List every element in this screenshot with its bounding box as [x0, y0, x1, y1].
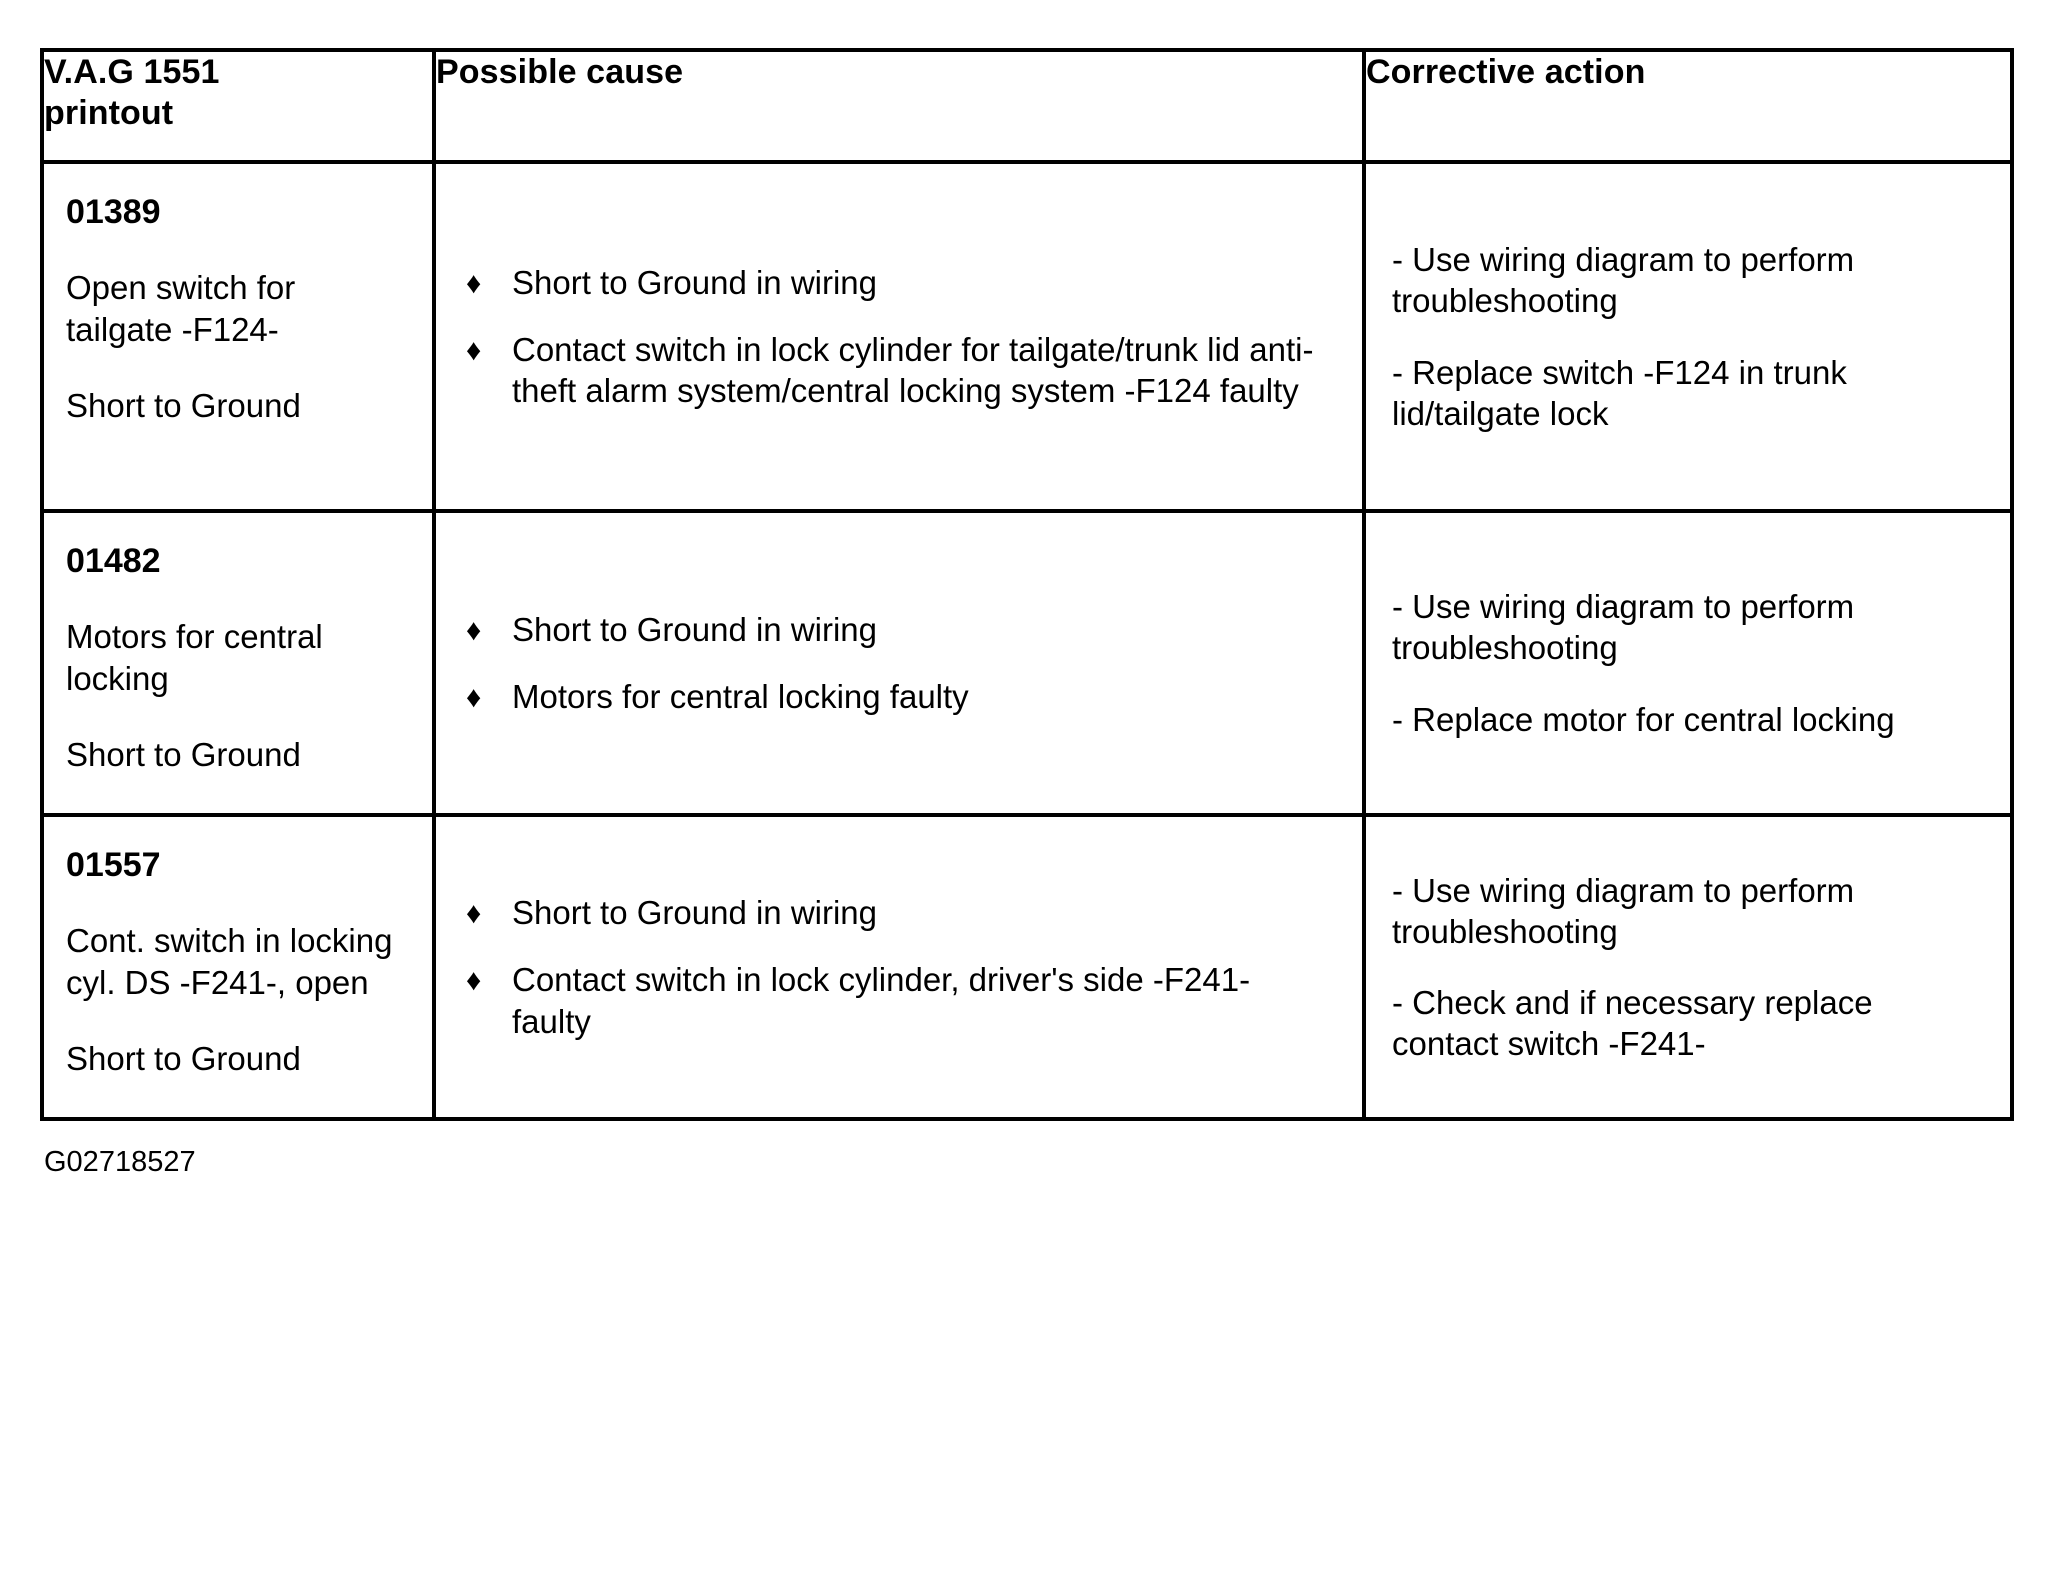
- action-cell-inner: - Use wiring diagram to perform troubles…: [1366, 817, 2010, 1117]
- diamond-bullet-icon: ♦: [466, 681, 482, 714]
- cause-cell-inner: ♦ Short to Ground in wiring ♦ Motors for…: [436, 513, 1362, 813]
- action-cell: - Use wiring diagram to perform troubles…: [1362, 813, 2014, 1121]
- action-cell-inner: - Use wiring diagram to perform troubles…: [1366, 513, 2010, 813]
- cause-cell-inner: ♦ Short to Ground in wiring ♦ Contact sw…: [436, 817, 1362, 1117]
- list-item: ♦ Short to Ground in wiring: [466, 609, 1336, 650]
- action-cell: - Use wiring diagram to perform troubles…: [1362, 160, 2014, 513]
- fault-type: Short to Ground: [66, 387, 301, 425]
- action-text: - Replace switch -F124 in trunk lid/tail…: [1392, 353, 1847, 432]
- action-cell: - Use wiring diagram to perform troubles…: [1362, 509, 2014, 817]
- header-possible-cause-label: Possible cause: [436, 53, 684, 91]
- fault-code-table: V.A.G 1551 printout Possible cause Corre…: [40, 48, 2014, 1121]
- printout-cell-inner: 01389 Open switch for tailgate -F124- Sh…: [44, 164, 432, 509]
- list-item: ♦ Motors for central locking faulty: [466, 676, 1336, 717]
- fault-description: Open switch for tailgate -F124-: [66, 268, 296, 349]
- list-item: ♦ Short to Ground in wiring: [466, 262, 1336, 303]
- cause-cell-inner: ♦ Short to Ground in wiring ♦ Contact sw…: [436, 164, 1362, 509]
- printout-cell: 01482 Motors for central locking Short t…: [40, 509, 436, 817]
- printout-cell: 01389 Open switch for tailgate -F124- Sh…: [40, 160, 436, 513]
- cause-text: Motors for central locking faulty: [512, 678, 969, 715]
- action-text: - Check and if necessary replace contact…: [1392, 984, 1873, 1063]
- cause-text: Short to Ground in wiring: [512, 610, 878, 648]
- diamond-bullet-icon: ♦: [466, 613, 482, 647]
- action-text: - Use wiring diagram to perform troubles…: [1392, 871, 1855, 950]
- fault-type: Short to Ground: [66, 736, 301, 774]
- cause-text: Contact switch in lock cylinder for tail…: [512, 330, 1314, 410]
- table-row: 01482 Motors for central locking Short t…: [40, 509, 2014, 817]
- header-possible-cause: Possible cause: [432, 48, 1366, 164]
- figure-reference-code: G02718527: [44, 1146, 196, 1178]
- printout-cell: 01557 Cont. switch in locking cyl. DS -F…: [40, 813, 436, 1121]
- fault-code: 01482: [66, 542, 161, 580]
- header-vag-printout: V.A.G 1551 printout: [40, 48, 436, 164]
- table-header-row: V.A.G 1551 printout Possible cause Corre…: [40, 48, 2014, 164]
- printout-cell-inner: 01482 Motors for central locking Short t…: [44, 513, 432, 813]
- header-vag-printout-label: V.A.G 1551 printout: [44, 53, 220, 133]
- fault-code: 01389: [66, 193, 161, 231]
- cause-cell: ♦ Short to Ground in wiring ♦ Contact sw…: [432, 813, 1366, 1121]
- fault-description: Cont. switch in locking cyl. DS -F241-, …: [66, 921, 393, 1002]
- table-row: 01389 Open switch for tailgate -F124- Sh…: [40, 160, 2014, 513]
- cause-cell: ♦ Short to Ground in wiring ♦ Motors for…: [432, 509, 1366, 817]
- action-text: - Use wiring diagram to perform troubles…: [1392, 241, 1855, 320]
- list-item: ♦ Short to Ground in wiring: [466, 892, 1336, 933]
- cause-text: Contact switch in lock cylinder, driver'…: [512, 961, 1251, 1040]
- action-cell-inner: - Use wiring diagram to perform troubles…: [1366, 164, 2010, 509]
- cause-cell: ♦ Short to Ground in wiring ♦ Contact sw…: [432, 160, 1366, 513]
- header-corrective-action: Corrective action: [1362, 48, 2014, 164]
- diamond-bullet-icon: ♦: [466, 266, 482, 300]
- fault-code: 01557: [66, 846, 161, 884]
- list-item: ♦ Contact switch in lock cylinder for ta…: [466, 329, 1336, 412]
- diamond-bullet-icon: ♦: [466, 333, 482, 367]
- fault-description: Motors for central locking: [66, 617, 323, 698]
- diamond-bullet-icon: ♦: [466, 897, 482, 931]
- cause-text: Short to Ground in wiring: [512, 894, 878, 932]
- list-item: ♦ Contact switch in lock cylinder, drive…: [466, 959, 1336, 1042]
- action-text: - Replace motor for central locking: [1392, 700, 1895, 738]
- diamond-bullet-icon: ♦: [466, 964, 482, 998]
- header-corrective-action-label: Corrective action: [1366, 53, 1646, 91]
- cause-text: Short to Ground in wiring: [512, 263, 878, 301]
- printout-cell-inner: 01557 Cont. switch in locking cyl. DS -F…: [44, 817, 432, 1117]
- fault-type: Short to Ground: [66, 1040, 301, 1078]
- action-text: - Use wiring diagram to perform troubles…: [1392, 588, 1855, 667]
- table-row: 01557 Cont. switch in locking cyl. DS -F…: [40, 813, 2014, 1121]
